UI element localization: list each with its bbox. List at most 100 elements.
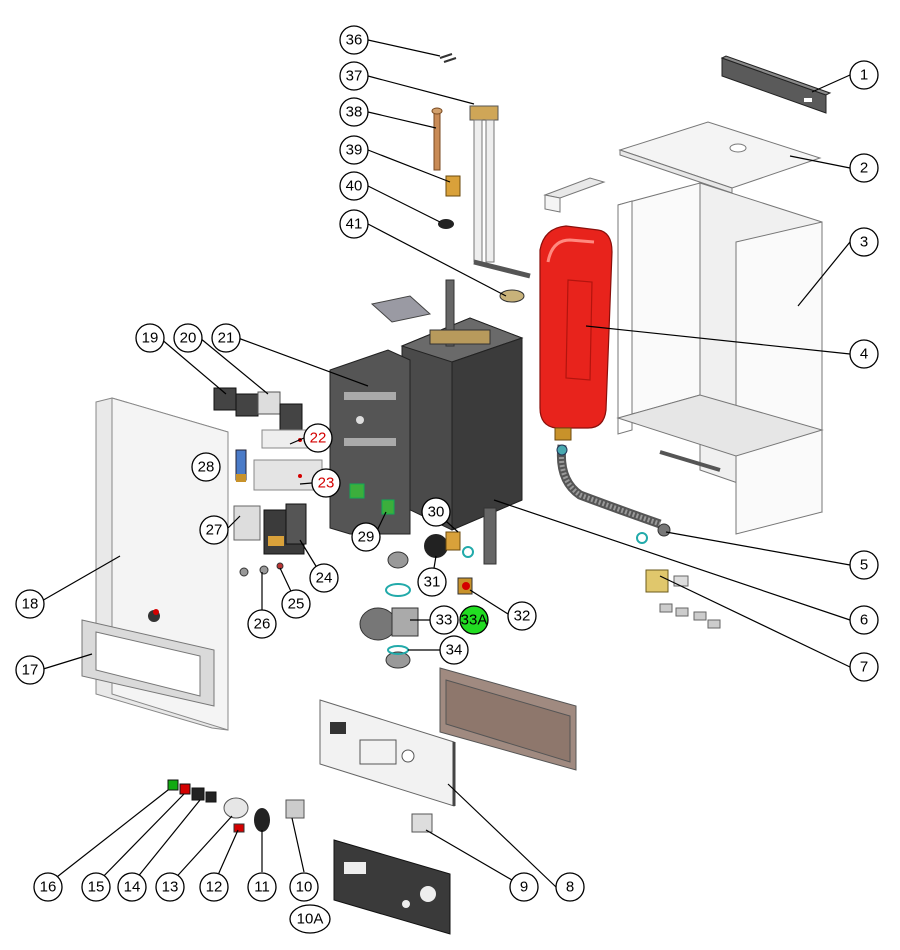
part-fuse [235, 449, 247, 482]
callout-36-label: 36 [346, 32, 363, 49]
callout-9: 9 [509, 872, 539, 902]
callout-30: 30 [421, 497, 451, 527]
part-terminal-blocks [253, 429, 323, 491]
callout-27: 27 [199, 515, 229, 545]
callout-38: 38 [339, 97, 369, 127]
callout-41-label: 41 [346, 216, 363, 233]
callout-8: 8 [555, 872, 585, 902]
part-connector [411, 813, 433, 833]
callout-4: 4 [849, 339, 879, 369]
callout-1: 1 [849, 60, 879, 90]
callout-19: 19 [135, 323, 165, 353]
callout-3-label: 3 [860, 234, 868, 251]
callout-7: 7 [849, 652, 879, 682]
callout-33: 33 [429, 605, 459, 635]
part-heating-element-assembly [469, 105, 531, 279]
callout-4-label: 4 [860, 346, 868, 363]
callout-20-label: 20 [180, 330, 197, 347]
callout-38-label: 38 [346, 104, 363, 121]
part-small-screws [239, 562, 284, 577]
part-screw-36 [439, 53, 457, 63]
callout-33a: 33A [459, 605, 489, 635]
callout-10a-label: 10A [297, 911, 324, 928]
callout-34: 34 [439, 635, 469, 665]
callout-12: 12 [199, 872, 229, 902]
callout-2-label: 2 [860, 160, 868, 177]
callout-1-label: 1 [860, 67, 868, 84]
callout-10: 10 [289, 872, 319, 902]
callout-26: 26 [247, 609, 277, 639]
callout-11-label: 11 [254, 879, 270, 896]
callout-10-label: 10 [296, 879, 313, 896]
callout-12-label: 12 [206, 879, 223, 896]
part-transformer [263, 503, 307, 555]
callout-33a-label: 33A [461, 612, 488, 629]
part-insulation-panel [329, 349, 411, 535]
callout-18-label: 18 [22, 596, 39, 613]
callout-16: 16 [33, 872, 63, 902]
callout-13: 13 [155, 872, 185, 902]
callout-20: 20 [173, 323, 203, 353]
callout-17: 17 [15, 655, 45, 685]
callout-22-label: 22 [310, 430, 327, 447]
callout-17-label: 17 [22, 662, 39, 679]
part-rear-plate [439, 667, 577, 771]
callout-28: 28 [191, 452, 221, 482]
callout-5: 5 [849, 550, 879, 580]
callout-31-label: 31 [424, 574, 441, 591]
callout-27-label: 27 [206, 522, 223, 539]
callout-37-label: 37 [346, 68, 363, 85]
callout-11: 11 [247, 872, 277, 902]
part-indicator-lamps [167, 779, 217, 803]
callout-40: 40 [339, 171, 369, 201]
callout-15-label: 15 [88, 879, 105, 896]
callout-34-label: 34 [446, 642, 463, 659]
part-contactors [213, 387, 303, 431]
part-control-fascia [333, 839, 451, 935]
callout-33-label: 33 [436, 612, 453, 629]
part-washer-40 [438, 219, 454, 229]
part-valve-39 [445, 175, 461, 197]
part-wall-bracket [720, 55, 832, 114]
callout-7-label: 7 [860, 659, 868, 676]
callout-15: 15 [81, 872, 111, 902]
callout-2: 2 [849, 153, 879, 183]
callout-3: 3 [849, 227, 879, 257]
part-fittings [645, 569, 721, 629]
part-knob-10 [285, 799, 305, 819]
callout-41: 41 [339, 209, 369, 239]
callout-14: 14 [117, 872, 147, 902]
part-flexible-hose [556, 444, 671, 544]
callout-26-label: 26 [254, 616, 271, 633]
callout-14-label: 14 [124, 879, 141, 896]
part-expansion-vessel [539, 225, 613, 441]
callout-18: 18 [15, 589, 45, 619]
callout-30-label: 30 [428, 504, 445, 521]
callout-37: 37 [339, 61, 369, 91]
callout-28-label: 28 [198, 459, 215, 476]
callout-25-label: 25 [288, 596, 305, 613]
part-casing [616, 182, 824, 535]
callout-19-label: 19 [142, 330, 159, 347]
part-pump-group [359, 531, 474, 669]
callout-5-label: 5 [860, 557, 868, 574]
part-control-frame [319, 699, 456, 807]
part-sensor-pipe [431, 107, 443, 171]
callout-23-label: 23 [318, 475, 335, 492]
callout-40-label: 40 [346, 178, 363, 195]
part-pipe-bracket [543, 177, 606, 213]
callout-29: 29 [351, 522, 381, 552]
part-mounting-plate [370, 295, 432, 323]
callout-39: 39 [339, 135, 369, 165]
callout-24: 24 [309, 563, 339, 593]
callout-29-label: 29 [358, 529, 375, 546]
callout-22: 22 [303, 423, 333, 453]
callout-13-label: 13 [162, 879, 179, 896]
callout-6: 6 [849, 605, 879, 635]
part-knob-13 [223, 797, 249, 819]
callout-32-label: 32 [514, 608, 531, 625]
callout-23: 23 [311, 468, 341, 498]
part-gasket-41 [499, 289, 525, 303]
callout-10a: 10A [289, 904, 331, 934]
